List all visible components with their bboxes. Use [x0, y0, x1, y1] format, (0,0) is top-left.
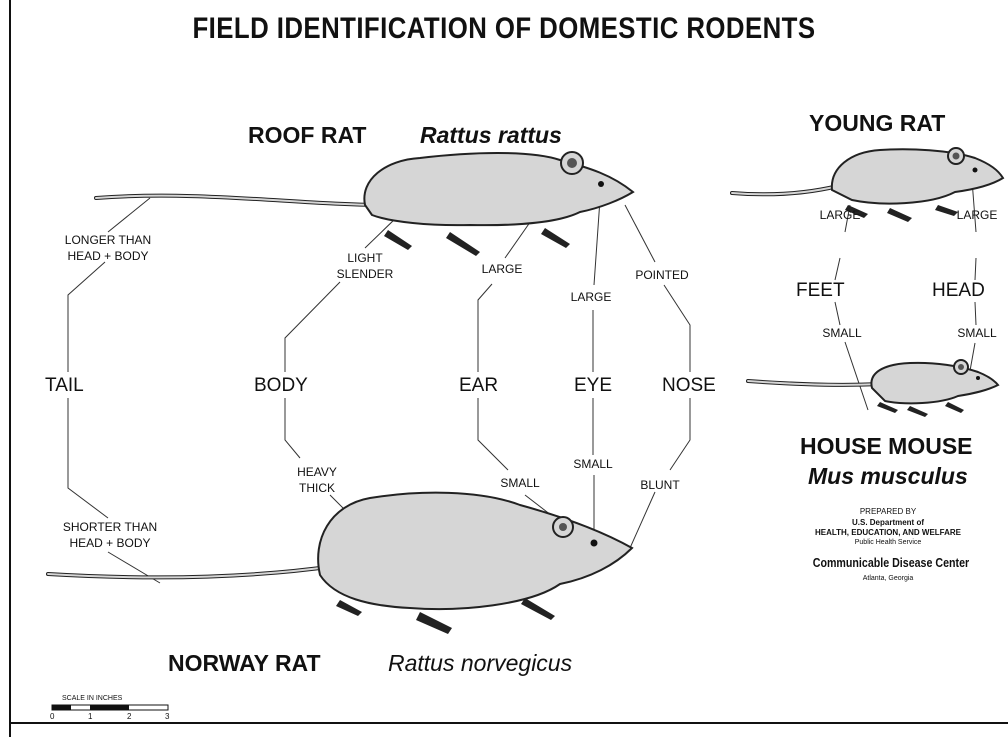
norway-rat-illustration [48, 493, 632, 634]
scale-label: SCALE IN INCHES [62, 695, 122, 702]
head-young-value: LARGE [948, 209, 1006, 221]
trait-ear: EAR [459, 376, 498, 395]
roof-rat-illustration [96, 152, 633, 256]
head-mouse-value: SMALL [948, 327, 1006, 339]
credit-dept-line1: U.S. Department of [818, 519, 958, 527]
feet-young-value: LARGE [810, 209, 870, 221]
scale-bar [52, 705, 168, 710]
scale-tick-2: 2 [127, 713, 131, 721]
trait-feet: FEET [796, 281, 845, 300]
norway-rat-common-name: NORWAY RAT [168, 652, 321, 675]
nose-norway-value: BLUNT [628, 479, 692, 491]
credit-dept-line2: HEALTH, EDUCATION, AND WELFARE [798, 529, 978, 537]
young-rat-label: YOUNG RAT [809, 112, 945, 135]
poster-title: FIELD IDENTIFICATION OF DOMESTIC RODENTS [71, 14, 938, 44]
eye-roof-value: LARGE [561, 291, 621, 303]
scale-tick-0: 0 [50, 713, 54, 721]
trait-tail: TAIL [45, 376, 84, 395]
scale-tick-1: 1 [88, 713, 92, 721]
house-mouse-common-name: HOUSE MOUSE [800, 435, 973, 458]
body-roof-value: LIGHT SLENDER [330, 250, 400, 282]
credit-center: Communicable Disease Center [813, 556, 966, 569]
eye-norway-value: SMALL [561, 458, 625, 470]
tail-roof-value: LONGER THAN HEAD + BODY [48, 232, 168, 264]
trait-body: BODY [254, 376, 308, 395]
body-norway-value: HEAVY THICK [282, 464, 352, 496]
ear-roof-value: LARGE [472, 263, 532, 275]
credit-service: Public Health Service [818, 539, 958, 546]
ear-norway-value: SMALL [485, 477, 555, 489]
trait-eye: EYE [574, 376, 612, 395]
trait-head: HEAD [932, 281, 985, 300]
credit-prepared-by: PREPARED BY [818, 508, 958, 516]
house-mouse-illustration [748, 360, 998, 417]
feet-mouse-value: SMALL [812, 327, 872, 339]
credit-city: Atlanta, Georgia [818, 575, 958, 582]
nose-roof-value: POINTED [622, 269, 702, 281]
house-mouse-scientific-name: Mus musculus [808, 465, 968, 488]
scale-tick-3: 3 [165, 713, 169, 721]
trait-nose: NOSE [662, 376, 716, 395]
norway-rat-scientific-name: Rattus norvegicus [388, 652, 572, 675]
roof-rat-scientific-name: Rattus rattus [420, 124, 562, 147]
roof-rat-common-name: ROOF RAT [248, 124, 366, 147]
tail-norway-value: SHORTER THAN HEAD + BODY [48, 519, 172, 551]
